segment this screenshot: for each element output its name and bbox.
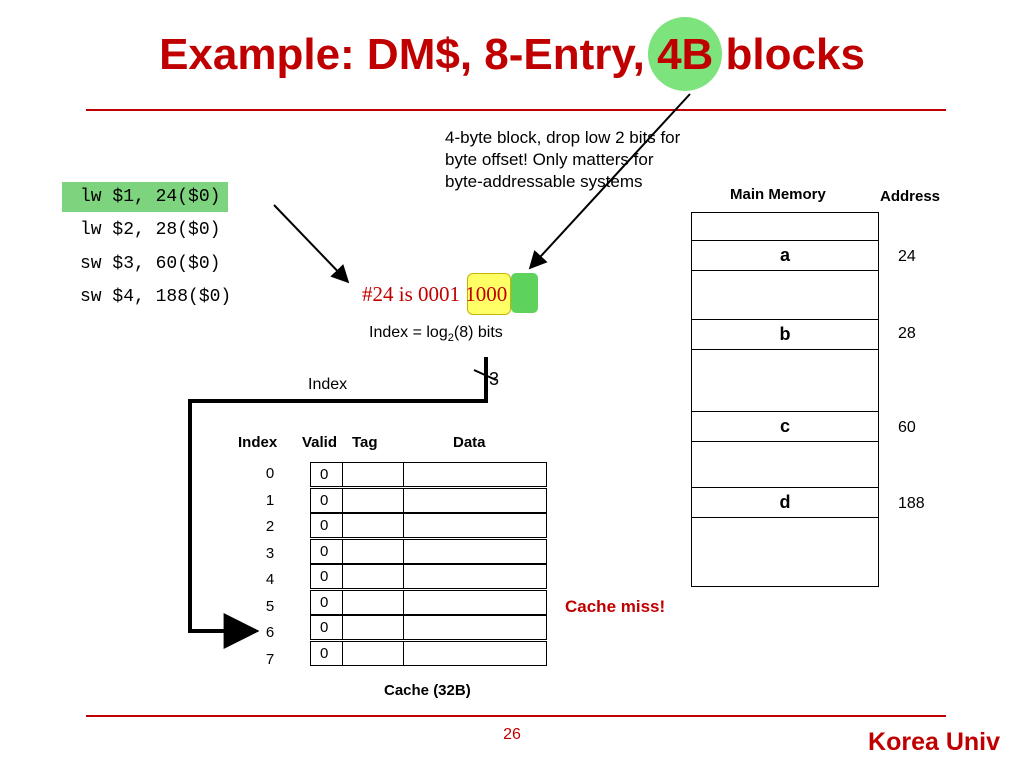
cache-tag-cell [343, 540, 404, 563]
cache-tag-cell [343, 616, 404, 639]
cache-header-index: Index [238, 434, 278, 451]
memory-block-b: b [691, 319, 879, 350]
title-divider [86, 109, 946, 111]
cache-row: 0 [310, 641, 547, 666]
cache-tag-cell [343, 642, 404, 665]
cache-index: 7 [265, 651, 275, 668]
slide-title: Example: DM$, 8-Entry, 4B blocks [0, 17, 1024, 91]
cache-tag-cell [343, 489, 404, 512]
cache-header-data: Data [453, 434, 486, 451]
cache-index: 4 [265, 571, 275, 588]
arrow-4b-to-offset [528, 93, 691, 270]
instruction-4: sw $4, 188($0) [80, 287, 232, 307]
cache-tag-cell [343, 463, 404, 486]
cache-valid-bit: 0 [311, 591, 343, 614]
footer-brand: Korea Univ [868, 728, 1000, 756]
cache-index: 3 [265, 545, 275, 562]
memory-block-d: d [691, 487, 879, 518]
instruction-2: lw $2, 28($0) [80, 220, 221, 240]
offset-bits-highlight [511, 273, 538, 313]
memory-block-a: a [691, 240, 879, 271]
cache-tag-cell [343, 514, 404, 537]
title-highlight: 4B [648, 17, 723, 91]
cache-valid-bit: 0 [311, 642, 343, 665]
cache-index: 6 [265, 624, 275, 641]
cache-row: 0 [310, 513, 547, 538]
cache-valid-bit: 0 [311, 616, 343, 639]
index-wire [188, 357, 488, 649]
cache-row: 0 [310, 564, 547, 589]
title-prefix: Example: DM$, 8-Entry, [159, 30, 658, 79]
memory-block-c: c [691, 411, 879, 442]
page-number: 26 [503, 726, 521, 743]
memory-address-188: 188 [898, 495, 925, 512]
main-memory [691, 212, 879, 587]
cache-miss-label: Cache miss! [565, 597, 666, 616]
cache-row: 0 [310, 615, 547, 640]
cache-row: 0 [310, 539, 547, 564]
cache-index: 2 [265, 518, 275, 535]
bus-width-label: 3 [489, 369, 500, 389]
address-binary: #24 is 0001 1000 [362, 282, 508, 306]
cache-valid-bit: 0 [311, 565, 343, 588]
block-offset-note: 4-byte block, drop low 2 bits for byte o… [445, 128, 681, 191]
cache-row: 0 [310, 488, 547, 513]
memory-address-header: Address [880, 188, 941, 205]
cache-caption: Cache (32B) [384, 682, 471, 699]
cache-index: 0 [265, 465, 275, 482]
memory-address-28: 28 [898, 325, 916, 342]
bus-slash [473, 369, 497, 381]
cache-index: 5 [265, 598, 275, 615]
index-formula: Index = log2(8) bits [369, 324, 503, 345]
instruction-3: sw $3, 60($0) [80, 254, 221, 274]
index-bits-highlight [467, 273, 511, 315]
cache-index: 1 [265, 492, 275, 509]
title-suffix: blocks [713, 30, 865, 79]
cache-valid-bit: 0 [311, 463, 343, 486]
cache-header-tag: Tag [352, 434, 378, 451]
memory-title: Main Memory [730, 186, 826, 203]
index-wire-label: Index [308, 376, 348, 393]
cache-tag-cell [343, 565, 404, 588]
cache-row: 0 [310, 462, 547, 487]
cache-header-valid: Valid [302, 434, 338, 451]
arrow-instr-to-address [273, 204, 350, 284]
cache-tag-cell [343, 591, 404, 614]
memory-address-24: 24 [898, 248, 916, 265]
footer-divider [86, 715, 946, 717]
instruction-1: lw $1, 24($0) [62, 182, 229, 212]
cache-valid-bit: 0 [311, 540, 343, 563]
memory-address-60: 60 [898, 419, 916, 436]
cache-row: 0 [310, 590, 547, 615]
cache-valid-bit: 0 [311, 514, 343, 537]
cache-valid-bit: 0 [311, 489, 343, 512]
